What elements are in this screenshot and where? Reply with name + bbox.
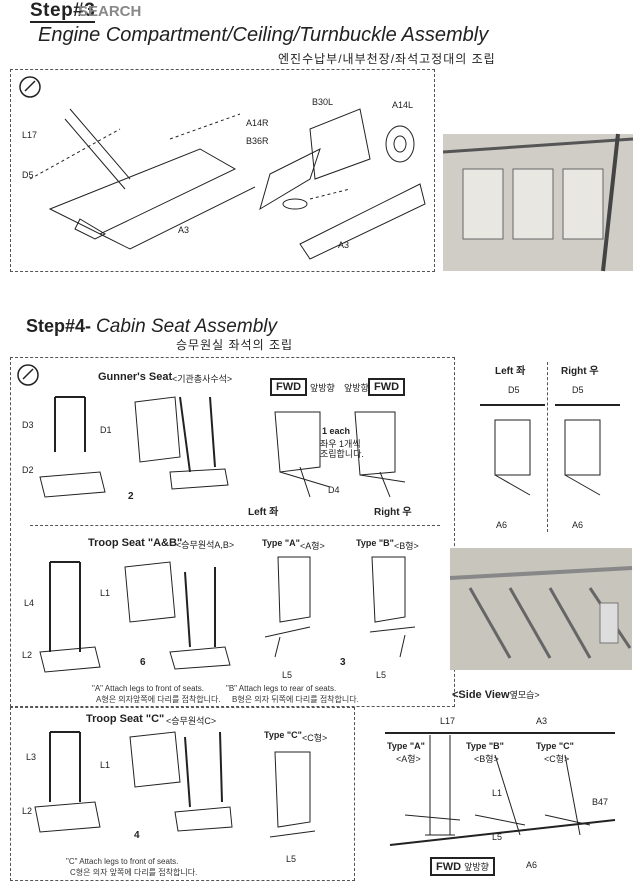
side-view-fwd-arrow: FWD 앞방향 bbox=[430, 857, 495, 876]
type-a-label: Type "A" bbox=[262, 538, 300, 548]
troop-type-b-count: 3 bbox=[340, 657, 346, 668]
side-seats-drawing bbox=[480, 404, 620, 496]
cabin-seats-photo bbox=[442, 133, 634, 272]
step3-heading: Step#3 bbox=[30, 0, 96, 23]
fwd-left-arrow: FWD bbox=[270, 378, 308, 396]
note-type-b-korean: B형은 의자 뒤쪽에 다리를 접착합니다. bbox=[232, 695, 359, 704]
one-each-korean-1: 좌우 1개씩 bbox=[320, 439, 361, 449]
part-label-l5-a: L5 bbox=[282, 670, 293, 680]
troop-seat-ab-korean: <승무원석A,B> bbox=[176, 540, 235, 550]
watermark: SEARCH bbox=[78, 3, 142, 20]
fwd-left-korean: 앞방향 bbox=[310, 383, 335, 393]
side-right-label: Right 우 bbox=[561, 366, 599, 377]
type-b-korean: <B형> bbox=[394, 541, 419, 551]
left-seat-label: Left 좌 bbox=[248, 507, 279, 518]
part-label-d5: D5 bbox=[22, 170, 34, 180]
troop-seat-c-korean: <승무원석C> bbox=[166, 716, 217, 726]
part-label-d1: D1 bbox=[100, 425, 112, 435]
right-seat-label: Right 우 bbox=[374, 507, 412, 518]
note-type-c-korean: C형은 의자 앞쪽에 다리를 접착합니다. bbox=[70, 868, 198, 877]
note-type-b: "B" Attach legs to rear of seats. bbox=[226, 684, 337, 693]
part-label-l2-c: L2 bbox=[22, 806, 33, 816]
side-seat-divider bbox=[547, 362, 548, 532]
troop-seat-c-panel bbox=[10, 707, 355, 881]
step4-korean-title: 승무원실 좌석의 조립 bbox=[176, 338, 294, 352]
part-label-b30l: B30L bbox=[312, 97, 334, 107]
side-type-b-korean: <B형> bbox=[474, 754, 499, 764]
glue-icon bbox=[19, 76, 41, 98]
part-label-l1-c: L1 bbox=[100, 760, 111, 770]
part-label-a3-left: A3 bbox=[178, 225, 190, 235]
step3-korean-title: 엔진수납부/내부천장/좌석고정대의 조립 bbox=[278, 52, 496, 66]
side-type-a-korean: <A형> bbox=[396, 754, 421, 764]
section-divider bbox=[30, 525, 440, 526]
seat-frames-photo bbox=[449, 548, 633, 670]
type-c-korean: <C형> bbox=[302, 733, 328, 743]
troop-seat-c-title: Troop Seat "C" bbox=[86, 713, 165, 725]
side-view-l1: L1 bbox=[492, 788, 503, 798]
one-each-korean-2: 조립합니다. bbox=[320, 449, 364, 459]
part-label-l4: L4 bbox=[24, 598, 35, 608]
step3-drawing bbox=[19, 76, 426, 260]
gunner-count: 2 bbox=[128, 491, 134, 502]
side-left-a6: A6 bbox=[496, 520, 508, 530]
gunner-seat-title: Gunner's Seat bbox=[98, 371, 173, 383]
one-each-note: 1 each bbox=[322, 426, 351, 436]
side-view-b47: B47 bbox=[592, 797, 609, 807]
side-right-a6: A6 bbox=[572, 520, 584, 530]
part-label-l3: L3 bbox=[26, 752, 37, 762]
type-c-label: Type "C" bbox=[264, 730, 302, 740]
troop-seat-ab-title: Troop Seat "A&B" bbox=[88, 537, 183, 549]
part-label-l5-b: L5 bbox=[376, 670, 387, 680]
part-label-d2: D2 bbox=[22, 465, 34, 475]
fwd-right-arrow: FWD bbox=[368, 378, 406, 396]
side-view-drawing bbox=[385, 732, 616, 846]
side-type-b: Type "B" bbox=[466, 741, 504, 751]
part-label-d3: D3 bbox=[22, 420, 34, 430]
side-type-c: Type "C" bbox=[536, 741, 574, 751]
side-type-c-korean: <C형> bbox=[544, 754, 570, 764]
type-a-korean: <A형> bbox=[300, 541, 325, 551]
troop-c-count: 4 bbox=[134, 830, 140, 841]
part-label-d4: D4 bbox=[328, 485, 340, 495]
part-label-a3-right: A3 bbox=[338, 240, 350, 250]
part-label-a14r: A14R bbox=[246, 118, 269, 128]
side-type-a: Type "A" bbox=[387, 741, 425, 751]
step3-diagram-panel bbox=[10, 69, 435, 272]
side-view-title: <Side View옆모습> bbox=[452, 689, 540, 701]
step4-drawing bbox=[17, 364, 416, 838]
step4-heading: Step#4- Cabin Seat Assembly bbox=[26, 316, 277, 337]
step4-seat-panel bbox=[10, 357, 455, 707]
side-left-label: Left 좌 bbox=[495, 366, 526, 377]
part-label-l17: L17 bbox=[22, 130, 38, 140]
side-view-l5: L5 bbox=[492, 832, 503, 842]
part-label-l2: L2 bbox=[22, 650, 33, 660]
step3-title: Engine Compartment/Ceiling/Turnbuckle As… bbox=[38, 24, 489, 46]
part-label-l5-c: L5 bbox=[286, 854, 297, 864]
part-label-a14l: A14L bbox=[392, 100, 414, 110]
side-right-d5: D5 bbox=[572, 385, 584, 395]
note-type-c: "C" Attach legs to front of seats. bbox=[66, 857, 179, 866]
part-label-l1: L1 bbox=[100, 588, 111, 598]
type-b-label: Type "B" bbox=[356, 538, 394, 548]
side-view-a3: A3 bbox=[536, 716, 548, 726]
gunner-seat-korean: <기관총사수석> bbox=[172, 374, 233, 384]
note-type-a: "A" Attach legs to front of seats. bbox=[92, 684, 204, 693]
part-label-b36r: B36R bbox=[246, 136, 269, 146]
glue-icon-2 bbox=[17, 364, 39, 386]
note-type-a-korean: A형은 의자앞쪽에 다리를 접착합니다. bbox=[96, 695, 221, 704]
side-left-d5: D5 bbox=[508, 385, 520, 395]
troop-ab-count: 6 bbox=[140, 657, 146, 668]
side-view-l17: L17 bbox=[440, 716, 456, 726]
fwd-right-korean: 앞방향 bbox=[344, 383, 369, 393]
side-view-a6: A6 bbox=[526, 860, 538, 870]
